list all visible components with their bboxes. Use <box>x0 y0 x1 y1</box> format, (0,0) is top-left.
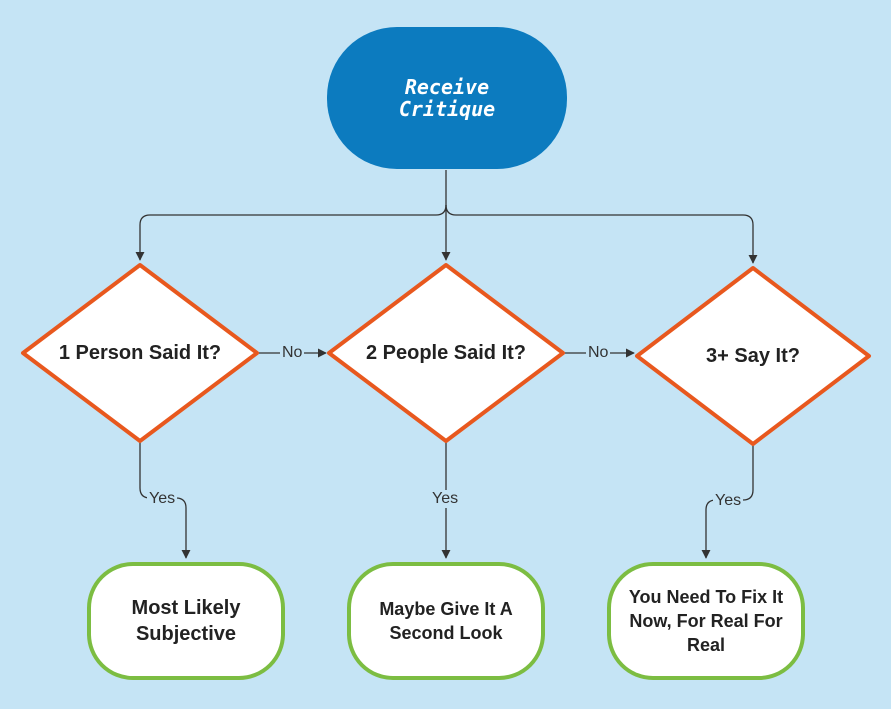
edge-label-yes-3: Yes <box>713 492 744 510</box>
edge-label-no-2: No <box>586 344 611 362</box>
start-label-line-2: Critique <box>398 97 496 121</box>
decision-2-label: 2 People Said It? <box>365 341 527 364</box>
result-2-label: Maybe Give It A Second Look <box>379 599 513 643</box>
decision-3-shape[interactable] <box>635 266 871 446</box>
result-1-label: Most Likely Subjective <box>131 597 241 645</box>
decision-1-label: 1 Person Said It? <box>58 341 222 364</box>
result-most-likely-subjective[interactable]: Most Likely Subjective <box>87 562 285 680</box>
edge-label-yes-1: Yes <box>147 490 178 508</box>
start-terminal[interactable]: Receive Critique <box>327 27 567 169</box>
result-3-label: You Need To Fix It Now, For Real For Rea… <box>628 587 784 655</box>
decision-1-shape[interactable] <box>21 263 259 443</box>
result-fix-it-now[interactable]: You Need To Fix It Now, For Real For Rea… <box>607 562 805 680</box>
decision-3-label: 3+ Say It? <box>706 344 800 367</box>
edge-label-yes-2: Yes <box>430 490 461 508</box>
result-second-look[interactable]: Maybe Give It A Second Look <box>347 562 545 680</box>
decision-2-shape[interactable] <box>327 263 565 443</box>
start-label-line-1: Receive <box>404 75 490 99</box>
connector-start-to-decision-3 <box>445 204 758 264</box>
edge-label-no-1: No <box>280 344 305 362</box>
connector-start-to-decision-1 <box>135 204 447 261</box>
